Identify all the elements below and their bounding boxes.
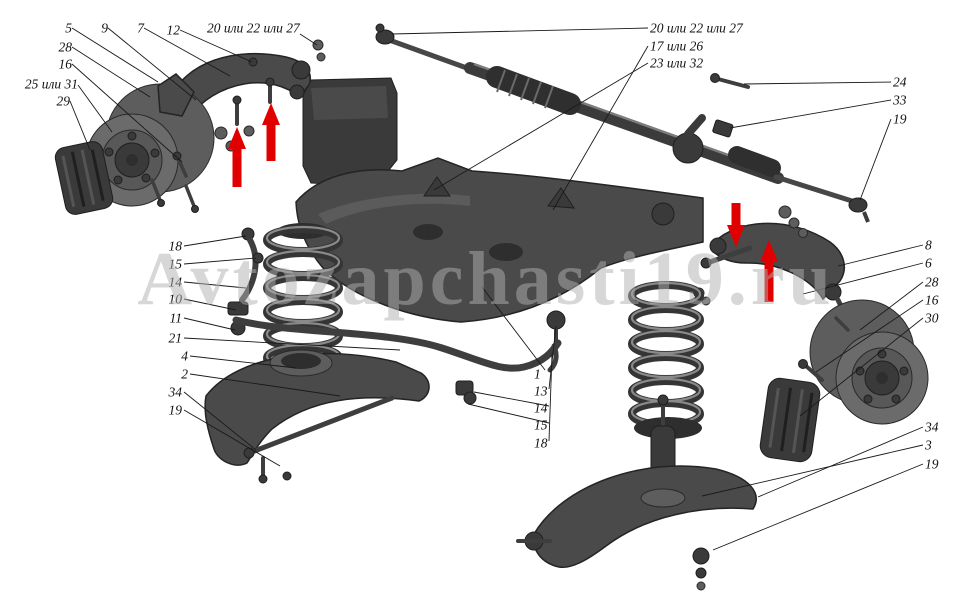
front-right-hub-and-brake-disc — [798, 299, 929, 425]
part-label: 8 — [925, 237, 932, 253]
front-right-brake-caliper — [759, 377, 821, 463]
part-label: 2 — [181, 366, 188, 382]
part-label: 33 — [893, 92, 907, 108]
part-label: 13 — [534, 383, 548, 399]
part-label: 17 или 26 — [650, 38, 704, 54]
part-label: 19 — [168, 402, 183, 418]
left-stabilizer-link — [227, 227, 264, 336]
part-label: 24 — [893, 74, 907, 90]
part-label: 19 — [893, 111, 907, 127]
part-label: 12 — [166, 22, 181, 38]
part-label: 28 — [58, 39, 73, 55]
front-left-brake-caliper — [54, 141, 114, 215]
part-label: 4 — [181, 348, 188, 364]
part-label: 20 или 22 или 27 — [207, 20, 300, 36]
red-arrows — [228, 103, 778, 302]
red-arrow — [727, 203, 745, 247]
part-label: 9 — [101, 20, 108, 36]
part-label: 16 — [925, 292, 939, 308]
part-label: 21 — [168, 330, 183, 346]
part-label: 7 — [137, 20, 144, 36]
part-label: 15 — [534, 417, 548, 433]
part-label: 34 — [168, 384, 183, 400]
part-label: 3 — [925, 437, 932, 453]
red-arrow — [262, 103, 280, 161]
part-label: 11 — [169, 310, 183, 326]
steering-rack — [312, 23, 870, 223]
front-left-lower-control-arm — [204, 349, 430, 484]
part-label: 19 — [925, 456, 939, 472]
red-arrow — [760, 240, 778, 302]
part-label: 28 — [925, 274, 939, 290]
leader-lines — [69, 27, 924, 551]
part-label: 30 — [925, 310, 939, 326]
part-label: 18 — [534, 435, 548, 451]
part-label: 23 или 32 — [650, 55, 704, 71]
part-label: 6 — [925, 255, 932, 271]
part-label: 29 — [56, 93, 71, 109]
front-left-coil-spring — [263, 223, 343, 373]
part-label: 14 — [168, 274, 183, 290]
part-label: 20 или 22 или 27 — [650, 20, 743, 36]
part-label: 25 или 31 — [24, 76, 78, 92]
red-arrow — [228, 127, 246, 187]
part-label: 34 — [925, 419, 939, 435]
part-label: 1 — [534, 366, 541, 382]
part-label: 10 — [168, 291, 183, 307]
part-label: 16 — [58, 56, 73, 72]
part-label: 18 — [168, 238, 183, 254]
part-label: 5 — [65, 20, 72, 36]
front-right-lower-control-arm — [516, 394, 757, 591]
subframe-crossmember — [295, 77, 704, 323]
part-label: 14 — [534, 400, 548, 416]
part-label: 15 — [168, 256, 183, 272]
